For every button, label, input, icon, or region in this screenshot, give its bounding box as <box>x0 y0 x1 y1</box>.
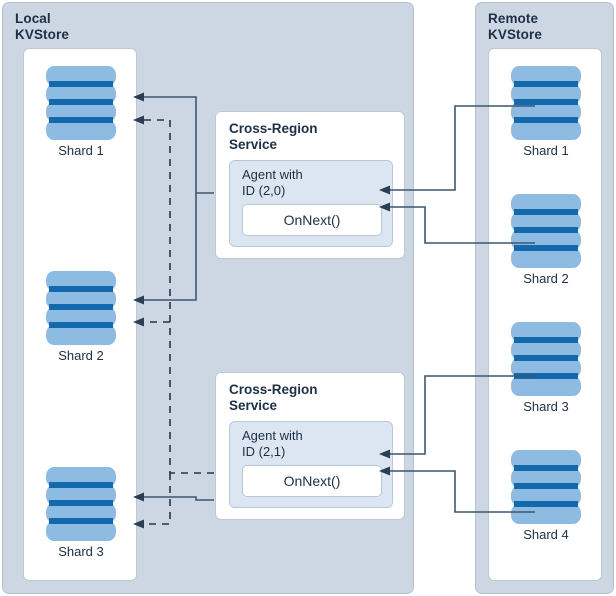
local-kvstore-panel: Local KVStore Shard 1 <box>2 2 414 594</box>
service-title: Cross-Region Service <box>229 121 318 152</box>
shard-band <box>49 286 113 292</box>
shard-label: Shard 1 <box>58 143 104 158</box>
shard-band <box>49 322 113 328</box>
shard-band <box>514 501 578 507</box>
remote-shard-4[interactable]: Shard 4 <box>511 450 581 543</box>
local-shard-1[interactable]: Shard 1 <box>46 66 116 159</box>
remote-store-container: Shard 1 Shard 2 <box>488 48 602 581</box>
remote-shard-3[interactable]: Shard 3 <box>511 322 581 415</box>
shard-band <box>514 209 578 215</box>
shard-band <box>514 465 578 471</box>
shard-cylinder-stack <box>46 271 116 345</box>
cross-region-service-1[interactable]: Cross-Region Service Agent with ID (2,1)… <box>215 372 405 520</box>
remote-kvstore-panel: Remote KVStore Shard 1 <box>475 2 614 594</box>
shard-disc <box>511 248 581 268</box>
shard-band <box>514 117 578 123</box>
shard-label: Shard 2 <box>523 271 569 286</box>
shard-disc <box>511 376 581 396</box>
shard-disc <box>46 325 116 345</box>
local-shard-3[interactable]: Shard 3 <box>46 467 116 560</box>
remote-shard-1[interactable]: Shard 1 <box>511 66 581 159</box>
shard-band <box>514 355 578 361</box>
shard-cylinder-stack <box>511 194 581 268</box>
agent-box-0[interactable]: Agent with ID (2,0) OnNext() <box>229 160 393 247</box>
shard-cylinder-stack <box>511 322 581 396</box>
shard-label: Shard 3 <box>523 399 569 414</box>
shard-band <box>49 304 113 310</box>
shard-cylinder-stack <box>46 66 116 140</box>
shard-label: Shard 1 <box>523 143 569 158</box>
shard-label: Shard 3 <box>58 544 104 559</box>
shard-band <box>49 518 113 524</box>
shard-band <box>514 337 578 343</box>
shard-disc <box>46 120 116 140</box>
shard-cylinder-stack <box>511 450 581 524</box>
service-title: Cross-Region Service <box>229 382 318 413</box>
remote-kvstore-title: Remote KVStore <box>488 11 542 42</box>
shard-band <box>514 373 578 379</box>
shard-band <box>49 500 113 506</box>
shard-disc <box>46 521 116 541</box>
shard-band <box>49 482 113 488</box>
shard-band <box>514 245 578 251</box>
shard-band <box>514 99 578 105</box>
onnext-method-0[interactable]: OnNext() <box>242 204 382 236</box>
shard-label: Shard 2 <box>58 348 104 363</box>
shard-band <box>514 81 578 87</box>
method-label: OnNext() <box>283 212 341 228</box>
agent-label: Agent with ID (2,1) <box>242 428 303 459</box>
cross-region-service-0[interactable]: Cross-Region Service Agent with ID (2,0)… <box>215 111 405 259</box>
shard-band <box>49 99 113 105</box>
shard-cylinder-stack <box>511 66 581 140</box>
shard-band <box>49 117 113 123</box>
local-store-container: Shard 1 Shard 2 <box>23 48 137 581</box>
agent-label: Agent with ID (2,0) <box>242 167 303 198</box>
local-kvstore-title: Local KVStore <box>15 11 69 42</box>
agent-box-1[interactable]: Agent with ID (2,1) OnNext() <box>229 421 393 508</box>
shard-disc <box>511 120 581 140</box>
method-label: OnNext() <box>283 473 341 489</box>
shard-band <box>514 227 578 233</box>
shard-band <box>49 81 113 87</box>
shard-cylinder-stack <box>46 467 116 541</box>
shard-band <box>514 483 578 489</box>
local-shard-2[interactable]: Shard 2 <box>46 271 116 364</box>
shard-label: Shard 4 <box>523 527 569 542</box>
onnext-method-1[interactable]: OnNext() <box>242 465 382 497</box>
remote-shard-2[interactable]: Shard 2 <box>511 194 581 287</box>
shard-disc <box>511 504 581 524</box>
